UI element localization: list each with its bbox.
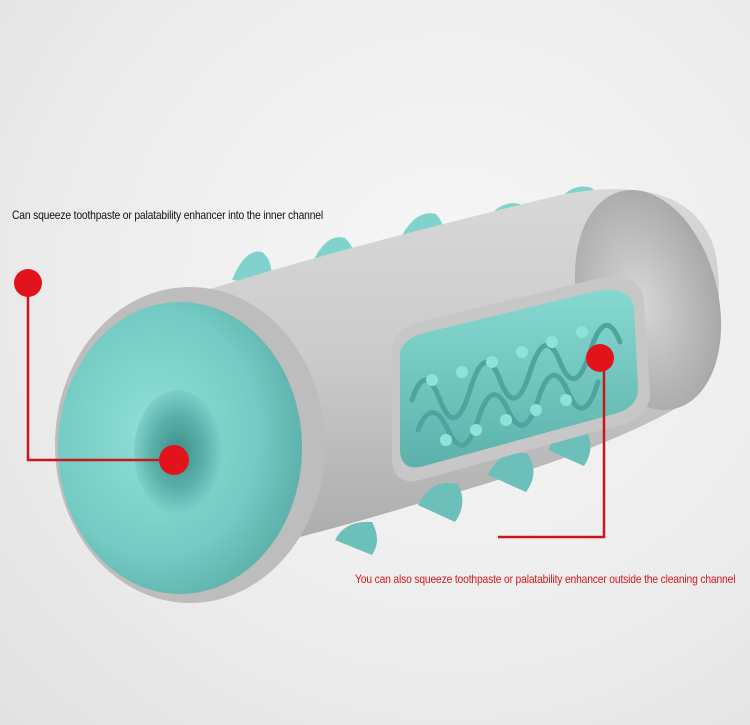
callout-outer (498, 344, 614, 539)
marker-dot-hole (159, 445, 189, 475)
marker-dot-top-left (14, 269, 42, 297)
marker-dot-channel (586, 344, 614, 372)
callout-inner-channel-text: Can squeeze toothpaste or palatability e… (12, 208, 323, 222)
callout-inner (14, 269, 189, 475)
callout-outer-channel-text: You can also squeeze toothpaste or palat… (355, 572, 736, 586)
